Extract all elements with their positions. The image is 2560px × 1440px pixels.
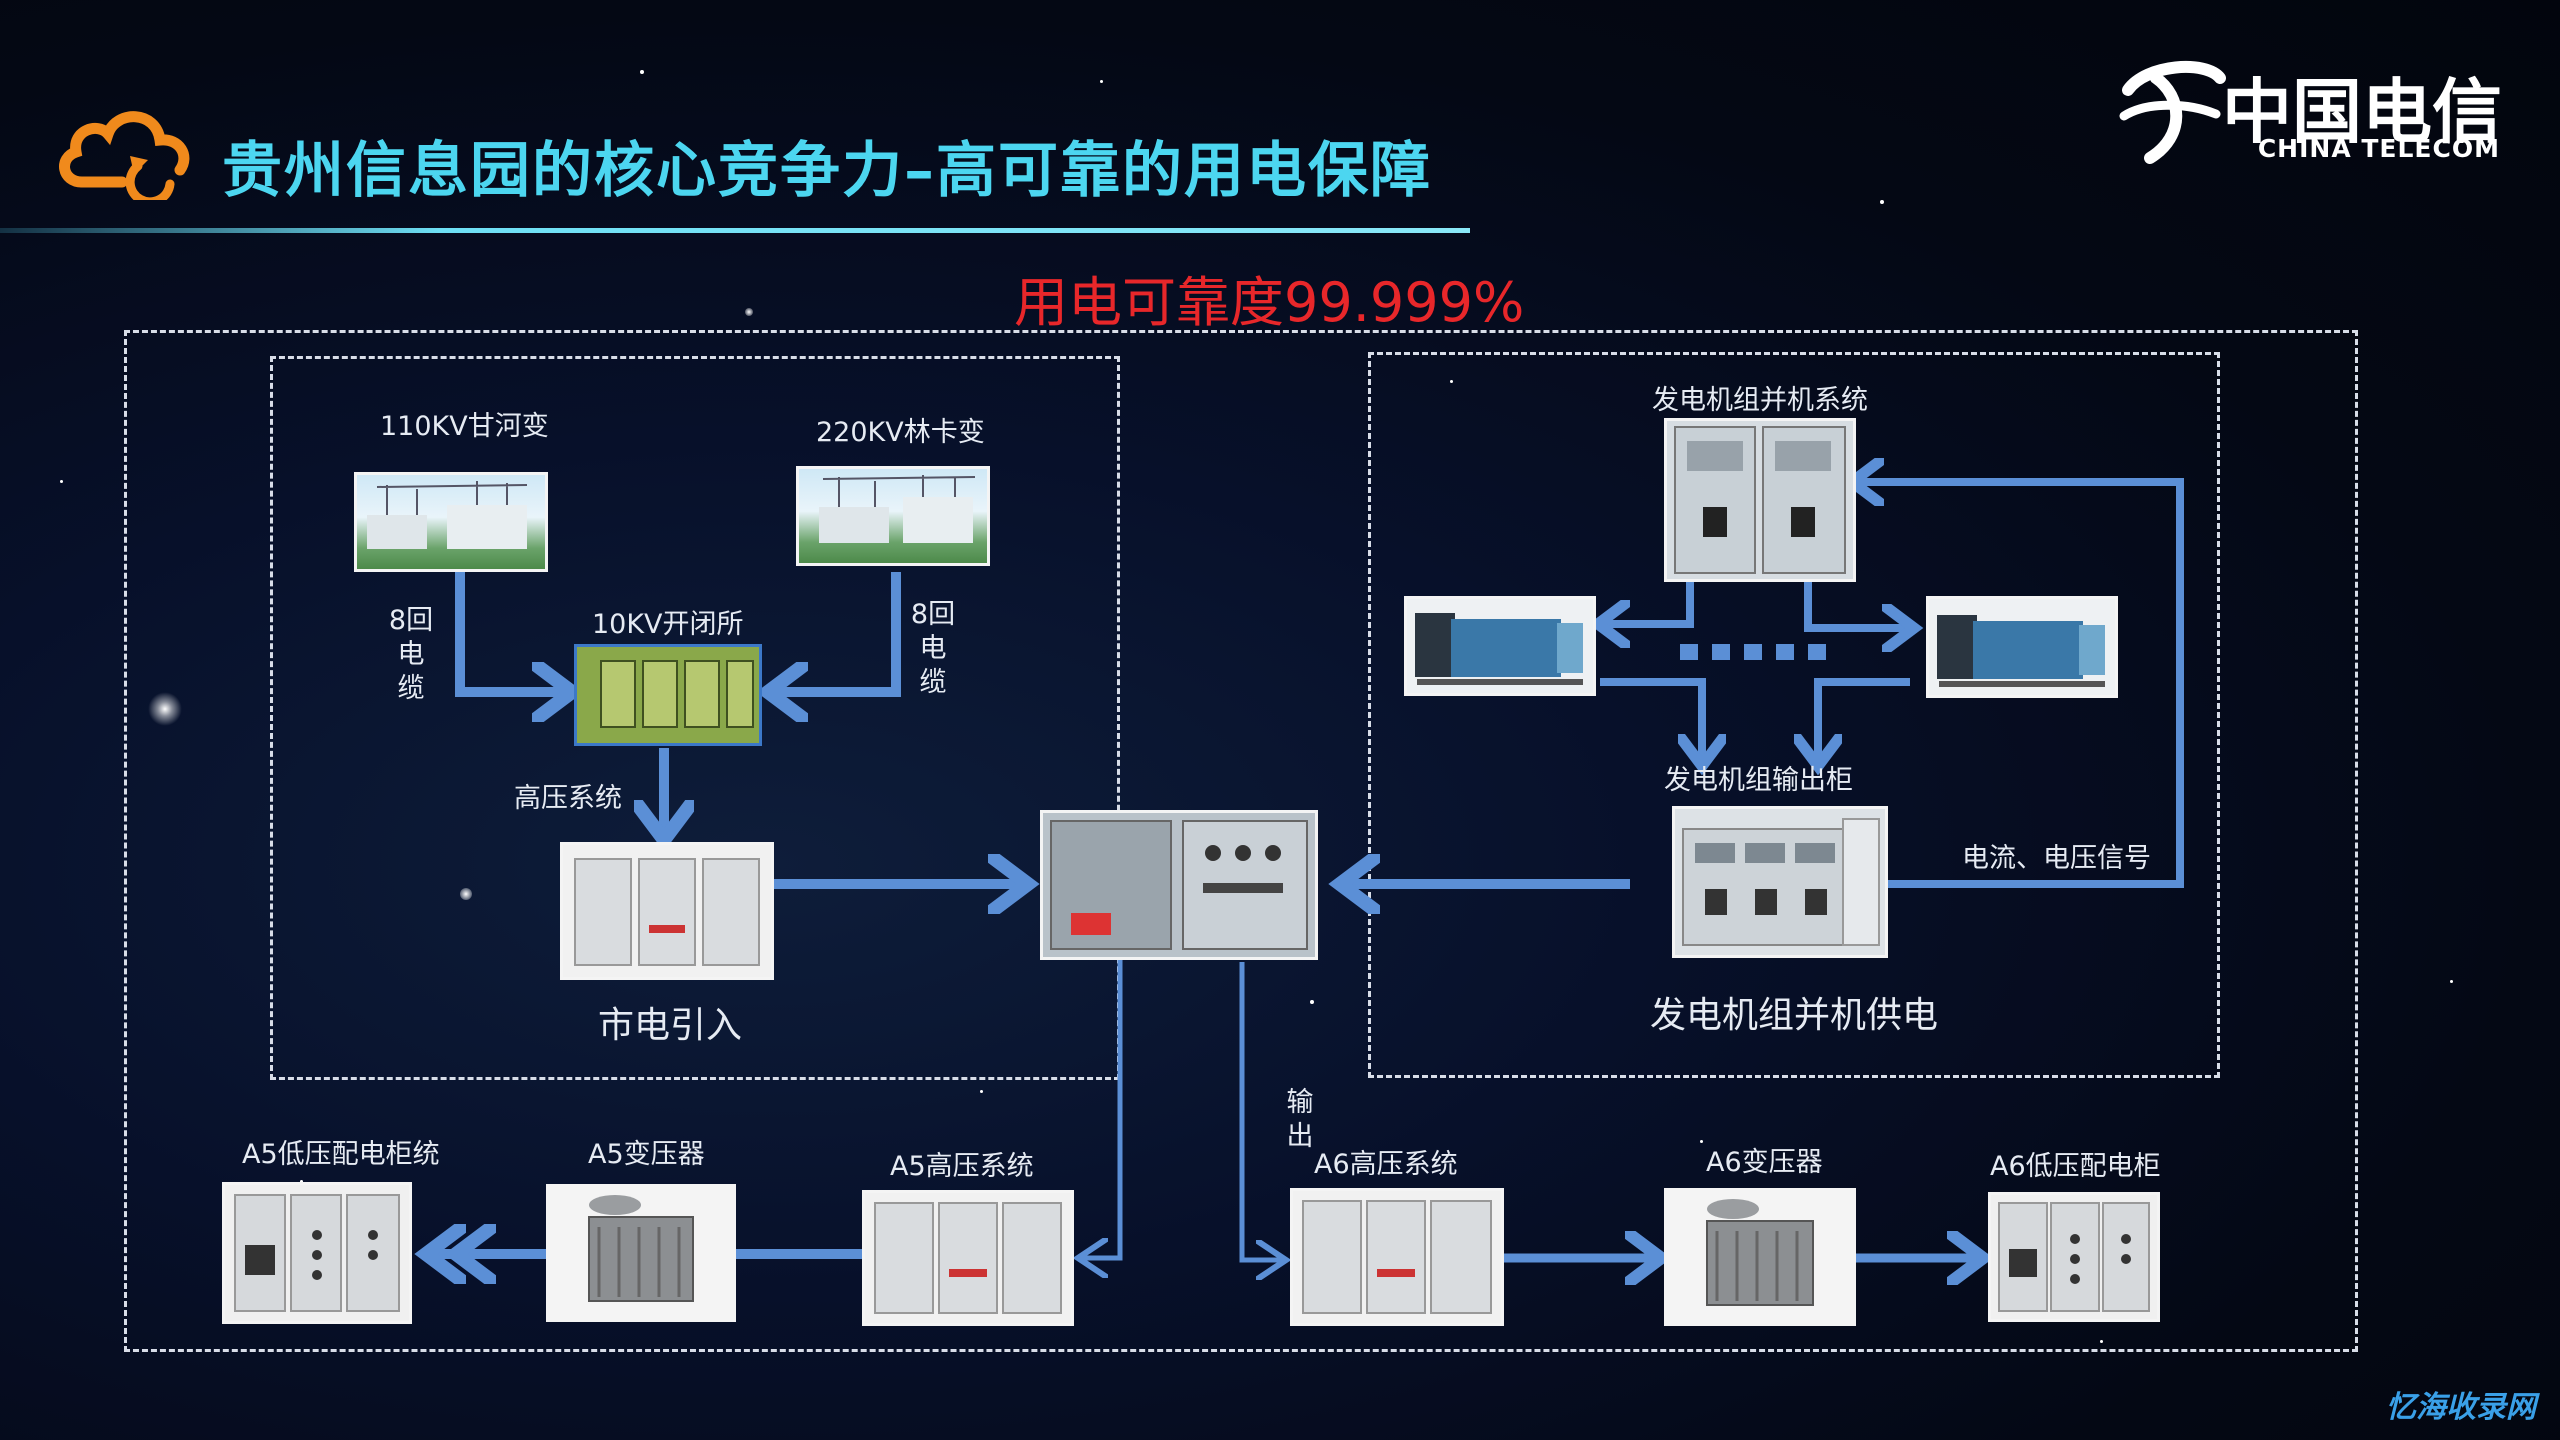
star bbox=[2100, 1340, 2103, 1343]
cable-count-left-line: 8回 电 缆 bbox=[388, 605, 434, 704]
star bbox=[1450, 380, 1453, 383]
output-cabinet-label: 发电机组输出柜 bbox=[1664, 765, 1853, 796]
star bbox=[1700, 1140, 1703, 1143]
a5-transformer-photo bbox=[546, 1184, 736, 1322]
a5-hv-label: A5高压系统 bbox=[890, 1151, 1034, 1182]
hv-system-label: 高压系统 bbox=[514, 783, 622, 814]
outer-frame bbox=[124, 330, 2358, 1352]
a5-transformer-label: A5变压器 bbox=[588, 1139, 705, 1170]
a6-transformer-photo bbox=[1664, 1188, 1856, 1326]
parallel-system-label: 发电机组并机系统 bbox=[1652, 385, 1868, 416]
star bbox=[460, 888, 472, 900]
mains-cabinet-photo bbox=[560, 842, 774, 980]
generator-supply-frame bbox=[1368, 352, 2220, 1078]
cable-count-left: 8回 电 缆 bbox=[386, 604, 436, 706]
switch-station-label: 10KV开闭所 bbox=[592, 609, 744, 640]
page-title: 贵州信息园的核心竞争力–高可靠的用电保障 bbox=[222, 136, 1432, 206]
parallel-system-photo bbox=[1664, 418, 1856, 582]
grid-supply-frame bbox=[270, 356, 1120, 1080]
reliability-heading: 用电可靠度99.999% bbox=[1014, 271, 1525, 334]
logo-chinese-name: 中国电信 bbox=[2222, 71, 2502, 153]
substation-220kv-photo bbox=[796, 466, 990, 566]
star bbox=[148, 692, 182, 726]
central-switchgear-photo bbox=[1040, 810, 1318, 960]
output-cabinet-photo bbox=[1672, 806, 1888, 958]
star bbox=[640, 70, 644, 74]
china-telecom-logo-icon bbox=[2119, 61, 2226, 164]
substation-110kv-photo bbox=[354, 472, 548, 572]
a5-lv-cabinet-photo bbox=[222, 1182, 412, 1324]
star bbox=[2450, 980, 2453, 983]
star bbox=[1100, 80, 1103, 83]
logo-english-name: CHINA TELECOM bbox=[2257, 134, 2500, 163]
star bbox=[60, 480, 63, 483]
substation-220kv-label: 220KV林卡变 bbox=[816, 417, 985, 448]
a5-lv-label: A5低压配电柜统 bbox=[242, 1139, 440, 1170]
parallel-supply-label: 发电机组并机供电 bbox=[1650, 995, 1939, 1036]
a5-hv-cabinet-photo bbox=[862, 1190, 1074, 1326]
cable-count-right: 8回 电 缆 bbox=[908, 598, 958, 700]
a6-lv-cabinet-photo bbox=[1988, 1192, 2160, 1322]
output-label: 输 出 bbox=[1280, 1086, 1320, 1154]
star bbox=[1310, 1000, 1314, 1004]
title-divider bbox=[0, 228, 1470, 233]
substation-110kv-label: 110KV甘河变 bbox=[380, 411, 549, 442]
a6-lv-label: A6低压配电柜 bbox=[1990, 1151, 2161, 1182]
switch-station-photo bbox=[574, 644, 762, 746]
star bbox=[745, 308, 753, 316]
a6-hv-cabinet-photo bbox=[1290, 1188, 1504, 1326]
a6-transformer-label: A6变压器 bbox=[1706, 1147, 1823, 1178]
star bbox=[300, 1180, 303, 1183]
signal-label: 电流、电压信号 bbox=[1962, 843, 2151, 874]
star bbox=[980, 1090, 983, 1093]
a6-hv-label: A6高压系统 bbox=[1314, 1149, 1458, 1180]
cloud-refresh-icon bbox=[59, 111, 190, 200]
cable-count-right-line: 8回 电 缆 bbox=[910, 599, 956, 698]
star bbox=[1880, 200, 1884, 204]
generator-left-photo bbox=[1404, 596, 1596, 696]
generator-right-photo bbox=[1926, 596, 2118, 698]
output-label-text: 输 出 bbox=[1286, 1087, 1314, 1152]
watermark: 忆海收录网 bbox=[2386, 1390, 2536, 1425]
mains-intake-label: 市电引入 bbox=[598, 1005, 743, 1046]
